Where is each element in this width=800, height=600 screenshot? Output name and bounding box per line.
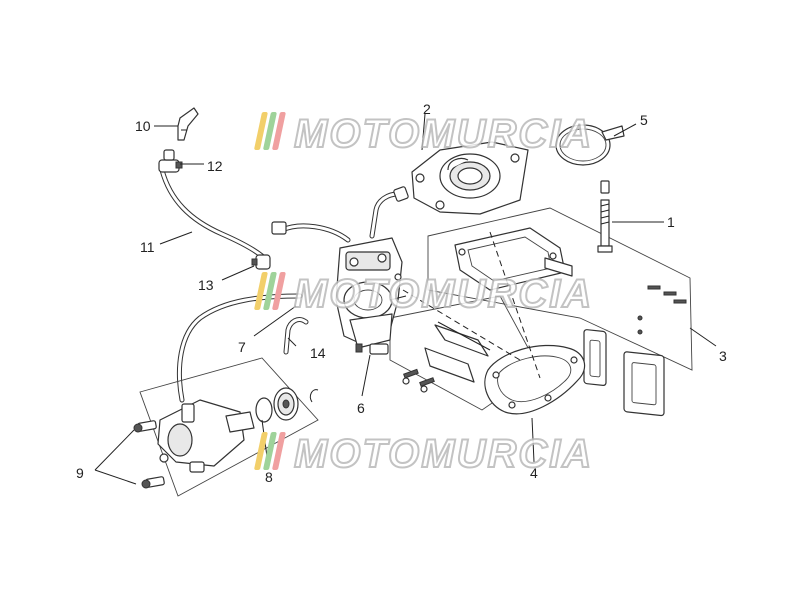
callout-4: 4: [530, 465, 538, 481]
part-carburetor: [271, 186, 409, 355]
watermark-stripe-icon: [254, 432, 268, 470]
watermark-stripe-icon: [272, 432, 286, 470]
callout-6: 6: [357, 400, 365, 416]
part-fuel-valve-12: [158, 149, 183, 173]
part-gasket-4: [484, 344, 586, 415]
callout-10: 10: [135, 118, 151, 134]
part-reed-valve-kit: [427, 207, 693, 417]
leader-lines: [94, 113, 717, 485]
callout-11: 11: [140, 239, 155, 255]
part-intake-manifold: [411, 141, 529, 215]
callout-5: 5: [640, 112, 648, 128]
part-oil-pump: [157, 399, 255, 473]
watermark-stripe-icon: [254, 112, 268, 150]
watermark-text: MOTOMURCIA: [294, 432, 593, 476]
part-drive-gear: [273, 387, 299, 421]
callout-12: 12: [207, 158, 223, 174]
callout-13: 13: [198, 277, 214, 293]
watermark-text: MOTOMURCIA: [294, 112, 593, 156]
watermark-stripe-icon: [272, 272, 286, 310]
watermark-text: MOTOMURCIA: [294, 272, 593, 316]
part-fuel-fitting-10: [177, 107, 199, 141]
watermark-stripe-icon: [272, 112, 286, 150]
part-fuel-hose-11: [159, 167, 265, 259]
part-circlip: [309, 389, 319, 403]
callout-1: 1: [667, 214, 675, 230]
part-hose-clamp: [555, 124, 625, 166]
callout-3: 3: [719, 348, 727, 364]
part-o-ring: [255, 397, 273, 423]
callout-2: 2: [423, 101, 431, 117]
callout-8: 8: [265, 469, 273, 485]
watermark-stripe-icon: [263, 112, 277, 150]
part-reed-block: [389, 295, 541, 411]
watermark-bottom: MOTOMURCIA: [254, 431, 593, 477]
watermark-middle: MOTOMURCIA: [254, 271, 593, 317]
watermark-top: MOTOMURCIA: [254, 111, 593, 157]
part-hose-elbow-14: [283, 317, 309, 355]
callout-labels: 1 2 3 4 5 6 7 8 9 10 11 12 13 14: [76, 101, 727, 485]
part-stud-bolt: [597, 180, 613, 253]
callout-14: 14: [310, 345, 326, 361]
part-hose-clip-13: [251, 254, 271, 270]
watermark-stripe-icon: [263, 272, 277, 310]
callout-7: 7: [238, 339, 246, 355]
part-oil-pump-bolts-9: [133, 420, 165, 489]
watermark-stripe-icon: [263, 432, 277, 470]
watermark-stripe-icon: [254, 272, 268, 310]
callout-9: 9: [76, 465, 84, 481]
